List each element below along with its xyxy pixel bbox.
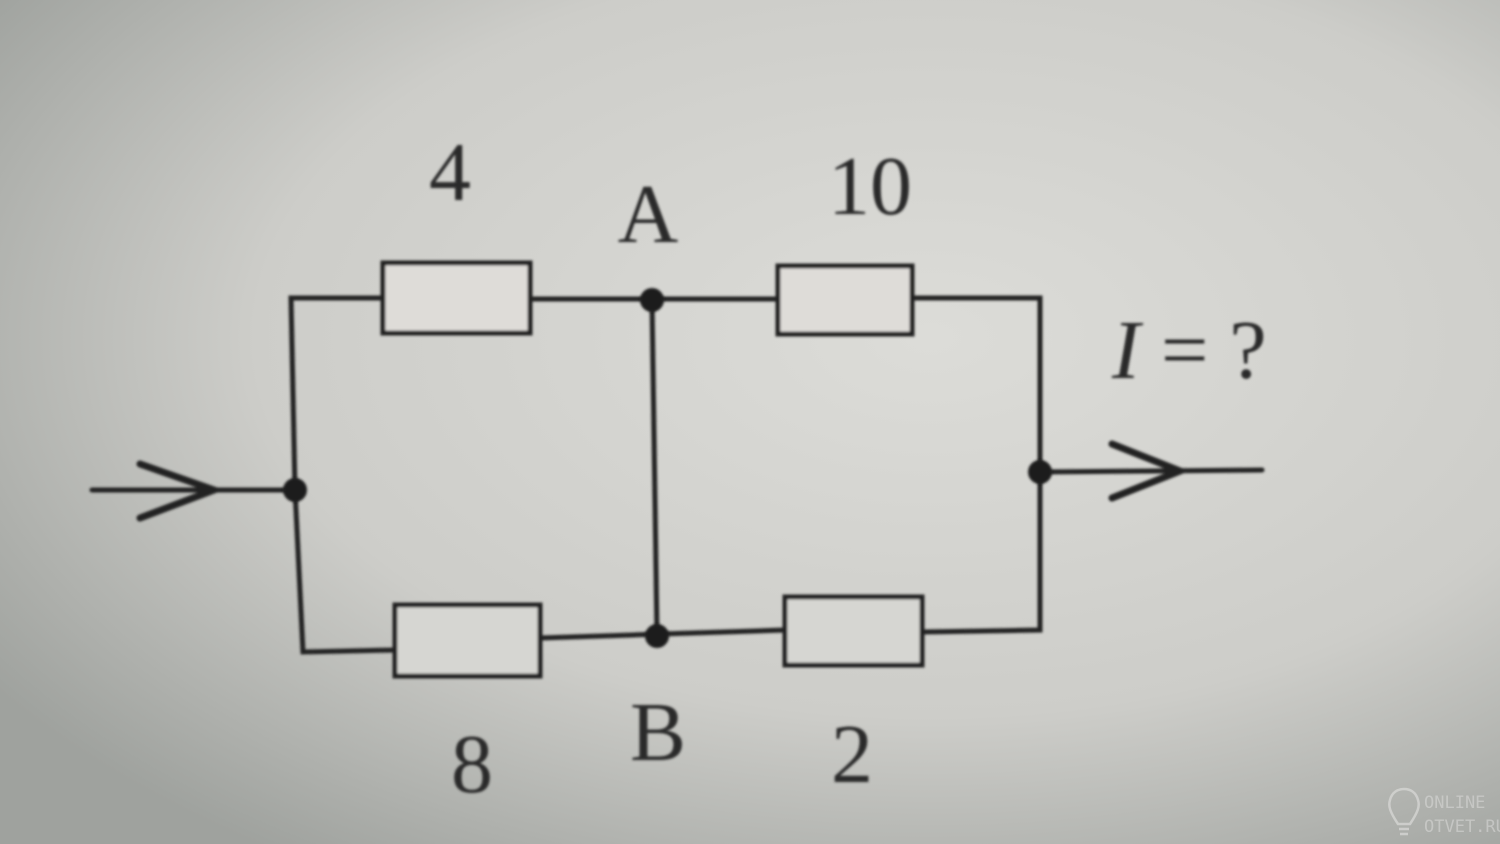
wire-ab-bridge xyxy=(649,297,660,639)
node-a-dot xyxy=(640,288,664,312)
resistor-label-bottom-left: 8 xyxy=(451,718,493,811)
current-label: I = ? xyxy=(1111,304,1267,397)
current-unknown: = ? xyxy=(1140,304,1267,397)
node-input-dot xyxy=(283,478,307,502)
output-wire xyxy=(1037,467,1265,475)
node-label-a: A xyxy=(618,168,679,261)
wire-left-top xyxy=(288,295,386,493)
node-b-dot xyxy=(645,624,669,648)
resistor-top-left xyxy=(380,260,533,336)
wire-bottom-right xyxy=(919,469,1043,635)
wire-top-right xyxy=(909,295,1043,475)
watermark: ONLINE OTVET.RU xyxy=(1388,787,1500,837)
node-label-b: B xyxy=(630,686,686,779)
node-output-dot xyxy=(1028,460,1052,484)
watermark-line2: OTVET.RU xyxy=(1424,817,1500,837)
wire-left-bottom xyxy=(292,487,398,655)
current-symbol: I xyxy=(1111,304,1144,397)
resistor-label-bottom-right: 2 xyxy=(831,708,873,801)
resistor-label-top-left: 4 xyxy=(429,126,471,219)
resistor-label-top-right: 10 xyxy=(828,140,912,233)
resistor-bottom-left xyxy=(392,602,543,679)
watermark-line1: ONLINE xyxy=(1424,793,1485,813)
input-arrow-icon xyxy=(136,460,225,522)
resistor-top-right xyxy=(775,263,915,337)
resistor-bottom-right xyxy=(782,594,925,668)
output-arrow-icon xyxy=(1108,440,1190,502)
lightbulb-icon xyxy=(1388,787,1420,836)
